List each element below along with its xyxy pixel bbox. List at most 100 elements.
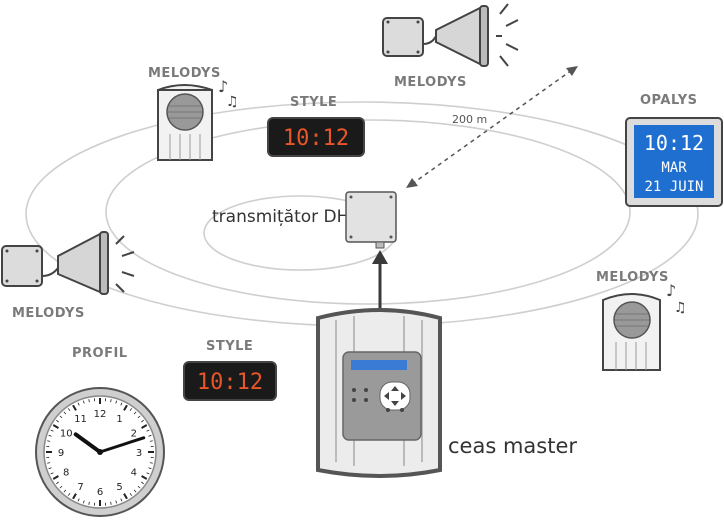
clock-tick <box>115 500 118 504</box>
clock-number: 3 <box>136 448 142 459</box>
sound-waves-icon <box>115 235 135 293</box>
clock-number: 11 <box>74 414 87 425</box>
melodys-speaker-right: MELODYS ♪ ♫ <box>596 270 687 371</box>
melodys-top-left-label: MELODYS <box>148 66 221 81</box>
clock-tick <box>148 434 152 437</box>
clock-tick <box>56 419 59 423</box>
clock-tick <box>47 462 51 464</box>
distance-label: 200 m <box>452 113 487 126</box>
clock-tick <box>133 411 137 415</box>
clock-tick <box>137 485 141 489</box>
clock-tick <box>56 481 59 485</box>
clock-tick <box>120 402 123 406</box>
melodys-horn-top: MELODYS <box>382 3 519 90</box>
clock-tick <box>141 475 148 480</box>
clock-tick <box>63 489 67 493</box>
clock-tick <box>137 415 141 419</box>
clock-tick <box>133 489 137 493</box>
opalys-display: OPALYS 10:12 MAR 21 JUIN <box>625 93 723 207</box>
keypad-dpad <box>379 381 411 411</box>
clock-number: 12 <box>94 409 107 420</box>
clock-tick <box>47 440 51 442</box>
clock-tick <box>77 402 80 406</box>
clock-tick <box>82 500 85 504</box>
clock-ticks <box>46 398 154 506</box>
clock-number: 5 <box>116 482 122 493</box>
master-clock-unit: ceas master <box>316 308 577 478</box>
clock-tick <box>88 501 90 505</box>
clock-tick <box>77 498 80 502</box>
clock-tick <box>120 498 123 502</box>
clock-tick <box>123 493 128 500</box>
clock-tick <box>59 485 63 489</box>
clock-tick <box>141 481 144 485</box>
clock-tick <box>146 472 150 475</box>
clock-tick <box>72 404 77 411</box>
clock-tick <box>59 415 63 419</box>
clock-tick <box>67 408 71 411</box>
minute-hand <box>98 436 146 454</box>
music-note-icon-2: ♫ <box>226 94 239 110</box>
clock-tick <box>50 472 54 475</box>
style-top-time: 10:12 <box>283 126 349 151</box>
melodys-top-center-label: MELODYS <box>394 75 467 90</box>
style-bottom-label: STYLE <box>206 339 253 354</box>
clock-tick <box>141 424 148 429</box>
music-note-icon-2: ♫ <box>674 300 687 316</box>
opalys-time: 10:12 <box>644 131 704 155</box>
melodys-right-label: MELODYS <box>596 270 669 285</box>
clock-number: 7 <box>77 482 83 493</box>
clock-tick <box>148 467 152 470</box>
clock-tick <box>52 475 59 480</box>
clock-tick <box>52 424 59 429</box>
clock-tick <box>110 501 112 505</box>
style-top-label: STYLE <box>290 95 337 110</box>
clock-tick <box>72 493 77 500</box>
clock-tick <box>110 399 112 403</box>
clock-tick <box>48 434 52 437</box>
clock-tick <box>115 400 118 404</box>
link-arrow <box>372 250 388 312</box>
opalys-date: 21 JUIN <box>644 179 703 195</box>
melodys-left-label: MELODYS <box>12 306 85 321</box>
transmitter-box: transmițător DHF <box>212 191 397 249</box>
clock-tick <box>129 493 133 496</box>
orbit-middle <box>105 119 631 305</box>
master-label: ceas master <box>448 434 577 458</box>
music-note-icon: ♪ <box>218 77 228 96</box>
style-display-top: STYLE 10:12 <box>267 95 365 157</box>
clock-number: 1 <box>116 414 122 425</box>
clock-tick <box>141 419 144 423</box>
hour-hand <box>73 432 102 454</box>
clock-number: 6 <box>97 487 103 498</box>
clock-tick <box>88 399 90 403</box>
clock-tick <box>129 408 133 411</box>
style-display-bottom: STYLE 10:12 <box>183 339 277 401</box>
clock-tick <box>149 462 153 464</box>
melodys-speaker-top-left: MELODYS ♪ ♫ <box>148 66 239 161</box>
clock-tick <box>67 493 71 496</box>
style-bottom-time: 10:12 <box>197 370 263 395</box>
clock-tick <box>82 400 85 404</box>
profil-label: PROFIL <box>72 346 128 361</box>
clock-tick <box>48 467 52 470</box>
clock-tick <box>146 429 150 432</box>
opalys-day: MAR <box>661 160 687 176</box>
clock-number: 10 <box>60 429 73 440</box>
transmitter-label: transmițător DHF <box>212 207 359 227</box>
clock-number: 4 <box>131 468 137 479</box>
clock-tick <box>50 429 54 432</box>
range-arrow: 200 m <box>406 66 578 188</box>
clock-number: 2 <box>131 429 137 440</box>
opalys-label: OPALYS <box>640 93 697 108</box>
music-note-icon: ♪ <box>666 281 676 300</box>
clock-tick <box>63 411 67 415</box>
clock-number: 9 <box>58 448 64 459</box>
melodys-horn-left: MELODYS <box>1 231 135 321</box>
clock-tick <box>149 440 153 442</box>
clock-tick <box>123 404 128 411</box>
clock-number: 8 <box>63 468 69 479</box>
